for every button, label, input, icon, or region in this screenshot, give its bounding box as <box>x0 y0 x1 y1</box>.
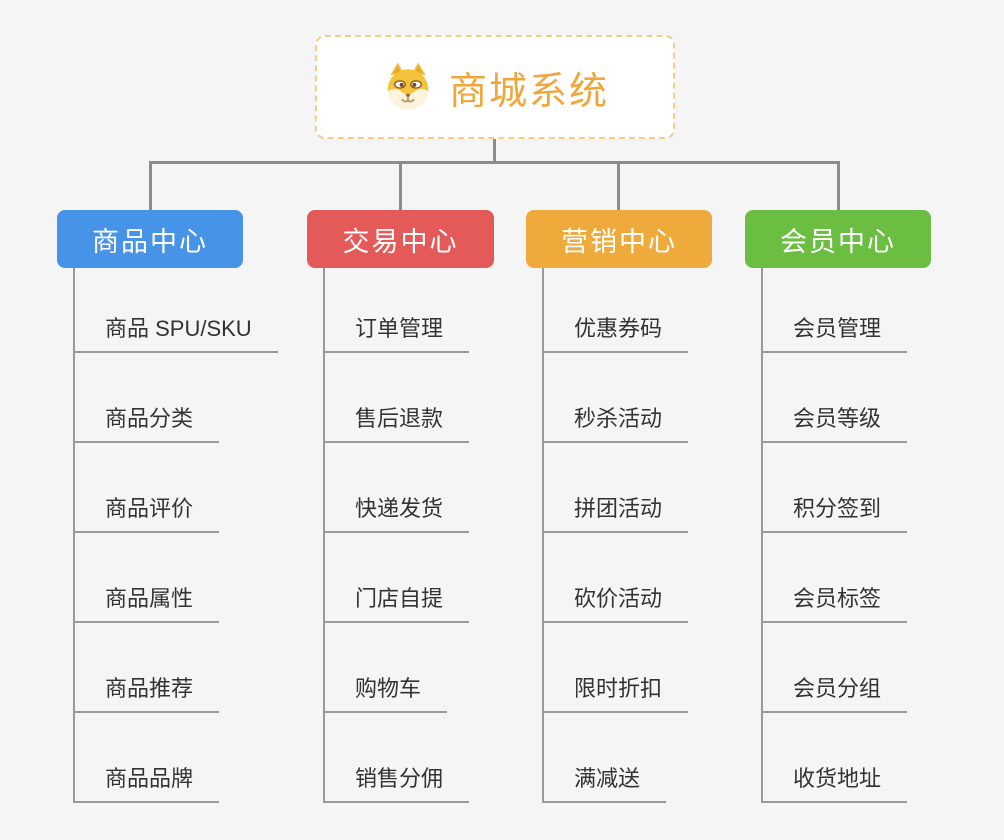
root-title: 商城系统 <box>448 70 609 113</box>
connector-drop-line <box>149 161 152 210</box>
connector-drop-line <box>617 161 620 210</box>
branch-item-label[interactable]: 购物车 <box>325 671 448 713</box>
branch-header-2[interactable]: 营销中心 <box>526 210 712 268</box>
branch-item: 秒杀活动 <box>544 353 689 443</box>
branch-item: 会员等级 <box>763 353 908 443</box>
branch-item-list: 会员管理会员等级积分签到会员标签会员分组收货地址 <box>761 268 908 803</box>
connector-root-stub <box>493 139 496 164</box>
branch-item-label[interactable]: 商品属性 <box>75 581 220 623</box>
branch-item-label[interactable]: 积分签到 <box>763 491 908 533</box>
branch-item: 销售分佣 <box>325 713 470 803</box>
branch-item-label[interactable]: 售后退款 <box>325 401 470 443</box>
branch-item: 商品属性 <box>75 533 278 623</box>
branch-item: 商品品牌 <box>75 713 278 803</box>
branch-column: 会员中心 会员管理会员等级积分签到会员标签会员分组收货地址 <box>745 210 931 803</box>
branch-item-label[interactable]: 商品评价 <box>75 491 220 533</box>
branch-item: 优惠券码 <box>544 268 689 353</box>
branch-item-label[interactable]: 砍价活动 <box>544 581 689 623</box>
connector-bus-line <box>149 161 840 164</box>
branch-item-label[interactable]: 拼团活动 <box>544 491 689 533</box>
branch-item: 积分签到 <box>763 443 908 533</box>
branch-item-label[interactable]: 销售分佣 <box>325 761 470 803</box>
branch-item: 会员标签 <box>763 533 908 623</box>
branch-item-label[interactable]: 商品品牌 <box>75 761 220 803</box>
branch-item: 砍价活动 <box>544 533 689 623</box>
branch-item: 售后退款 <box>325 353 470 443</box>
branch-item: 商品评价 <box>75 443 278 533</box>
branch-item-list: 订单管理售后退款快递发货门店自提购物车销售分佣 <box>323 268 470 803</box>
branch-header-3[interactable]: 会员中心 <box>745 210 931 268</box>
branch-item-label[interactable]: 满减送 <box>544 761 667 803</box>
branch-item-label[interactable]: 会员分组 <box>763 671 908 713</box>
branch-column: 营销中心 优惠券码秒杀活动拼团活动砍价活动限时折扣满减送 <box>526 210 712 803</box>
branch-item-label[interactable]: 商品 SPU/SKU <box>75 311 278 353</box>
branch-item-label[interactable]: 秒杀活动 <box>544 401 689 443</box>
dog-face-icon <box>381 60 435 114</box>
connector-drop-line <box>399 161 402 210</box>
branch-item-label[interactable]: 快递发货 <box>325 491 470 533</box>
branch-item: 会员管理 <box>763 268 908 353</box>
branch-item-label[interactable]: 门店自提 <box>325 581 470 623</box>
branch-item: 商品推荐 <box>75 623 278 713</box>
branch-item-label[interactable]: 商品推荐 <box>75 671 220 713</box>
branch-item-label[interactable]: 会员等级 <box>763 401 908 443</box>
root-node[interactable]: 商城系统 <box>315 35 675 139</box>
branch-item-label[interactable]: 会员管理 <box>763 311 908 353</box>
branch-item: 限时折扣 <box>544 623 689 713</box>
branch-item: 购物车 <box>325 623 469 713</box>
branch-item-label[interactable]: 限时折扣 <box>544 671 689 713</box>
branch-item: 收货地址 <box>763 713 908 803</box>
connector-drop-line <box>837 161 840 210</box>
branch-item: 满减送 <box>544 713 688 803</box>
branch-item-label[interactable]: 收货地址 <box>763 761 908 803</box>
branch-item: 快递发货 <box>325 443 470 533</box>
branch-item: 商品分类 <box>75 353 278 443</box>
branch-column: 商品中心 商品 SPU/SKU 商品分类商品评价商品属性商品推荐商品品牌 <box>57 210 278 803</box>
branch-column: 交易中心 订单管理售后退款快递发货门店自提购物车销售分佣 <box>307 210 494 803</box>
branch-header-1[interactable]: 交易中心 <box>307 210 494 268</box>
branch-item-label[interactable]: 商品分类 <box>75 401 220 443</box>
branch-header-0[interactable]: 商品中心 <box>57 210 243 268</box>
branch-item: 商品 SPU/SKU <box>75 268 278 353</box>
branch-item-list: 优惠券码秒杀活动拼团活动砍价活动限时折扣满减送 <box>542 268 689 803</box>
branch-item: 订单管理 <box>325 268 470 353</box>
branch-item-label[interactable]: 会员标签 <box>763 581 908 623</box>
branch-item: 拼团活动 <box>544 443 689 533</box>
branch-item-list: 商品 SPU/SKU 商品分类商品评价商品属性商品推荐商品品牌 <box>73 268 278 803</box>
branch-item-label[interactable]: 订单管理 <box>325 311 470 353</box>
branch-item: 门店自提 <box>325 533 470 623</box>
branch-item: 会员分组 <box>763 623 908 713</box>
branch-item-label[interactable]: 优惠券码 <box>544 311 689 353</box>
